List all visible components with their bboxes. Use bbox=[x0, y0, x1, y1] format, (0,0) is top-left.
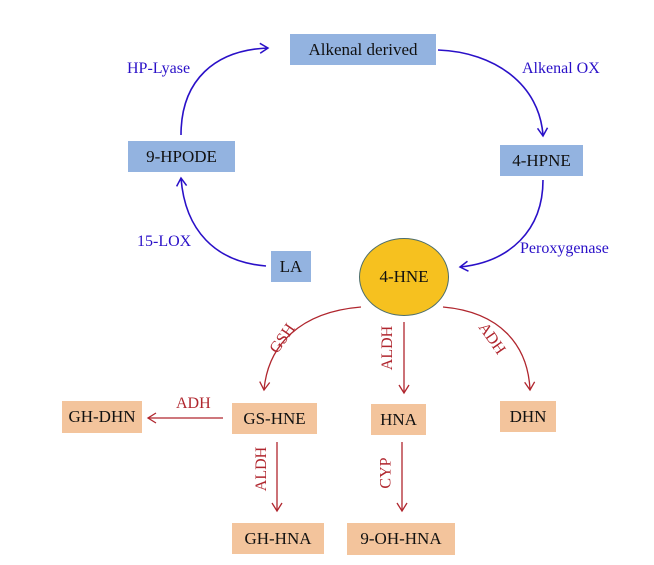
label-cyp: CYP bbox=[377, 457, 395, 489]
label-peroxygenase: Peroxygenase bbox=[520, 240, 609, 257]
node-9-oh-hna: 9-OH-HNA bbox=[347, 523, 455, 555]
label-aldh-center: ALDH bbox=[379, 325, 397, 371]
node-4-hpne: 4-HPNE bbox=[500, 145, 583, 176]
arrow-alkenal-to-hpne bbox=[437, 49, 549, 138]
node-9-hpode: 9-HPODE bbox=[128, 141, 235, 172]
node-alkenal-derived: Alkenal derived bbox=[290, 34, 436, 65]
node-dhn: DHN bbox=[500, 401, 556, 432]
label-aldh-left: ALDH bbox=[253, 446, 271, 492]
node-gh-dhn: GH-DHN bbox=[62, 401, 142, 433]
arrow-hpode-to-alkenal bbox=[180, 42, 270, 136]
arrow-hne-to-gshne bbox=[259, 306, 362, 392]
arrow-hne-to-dhn bbox=[442, 306, 536, 392]
label-15-lox: 15-LOX bbox=[137, 233, 192, 250]
arrow-hpne-to-hne bbox=[458, 179, 544, 272]
label-alkenal-ox: Alkenal OX bbox=[522, 60, 600, 77]
label-hp-lyase: HP-Lyase bbox=[127, 60, 191, 77]
node-hna: HNA bbox=[371, 404, 426, 435]
node-gh-hna: GH-HNA bbox=[232, 523, 324, 554]
arrow-la-to-hpode bbox=[175, 176, 267, 267]
node-la: LA bbox=[271, 251, 311, 282]
node-4-hne: 4-HNE bbox=[359, 238, 449, 316]
label-adh-left: ADH bbox=[176, 395, 211, 412]
node-gs-hne: GS-HNE bbox=[232, 403, 317, 434]
